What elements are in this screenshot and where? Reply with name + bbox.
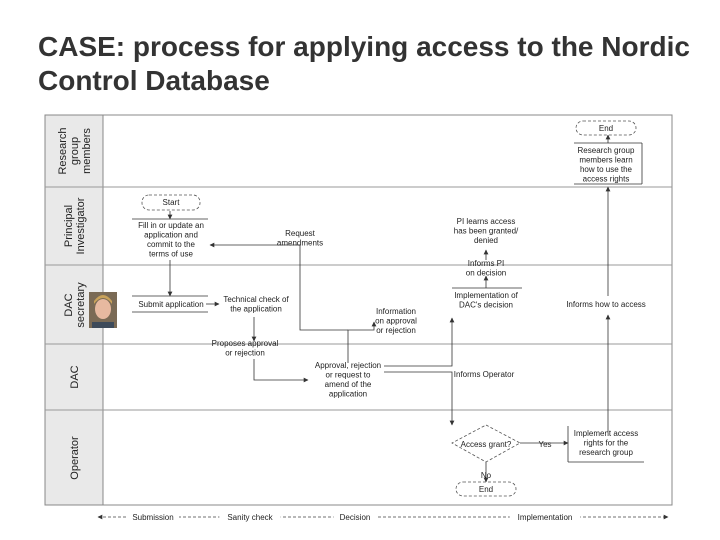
lane-label-line: secretary [75, 282, 87, 328]
diagram-frame [45, 115, 672, 505]
info-approval-label: or rejection [376, 326, 416, 335]
impl-decision-label: Implementation of [454, 291, 518, 300]
connector [348, 322, 374, 363]
lane-label-line: members [81, 128, 93, 174]
lane-label-line: Investigator [75, 197, 87, 254]
lane-label: Operator [69, 436, 81, 480]
research-learn-label: members learn [579, 156, 632, 165]
research-learn-label: how to use the [580, 165, 633, 174]
informs-pi-label: on decision [466, 269, 506, 278]
pi-learns-label: denied [474, 236, 498, 245]
fill-app-label: commit to the [147, 240, 196, 249]
fill-app-label: terms of use [149, 250, 194, 259]
request-amend-label: Request [285, 229, 316, 238]
info-approval-label: Information [376, 307, 416, 316]
lane-label-line: DAC [63, 293, 75, 316]
informs-pi-label: Informs PI [468, 259, 504, 268]
research-learn-label: Research group [578, 146, 635, 155]
no-label: No [481, 471, 492, 480]
info-approval-label: on approval [375, 317, 417, 326]
implement-access-label: Implement access [574, 429, 638, 438]
research-learn-label: access rights [583, 175, 630, 184]
fill-app-label: Fill in or update an [138, 221, 204, 230]
yes-label: Yes [538, 440, 551, 449]
lane-label-line: group [69, 137, 81, 165]
proposes-label: Proposes approval [212, 339, 279, 348]
lane-label-line: Principal [63, 205, 75, 247]
pi-learns-label: has been granted/ [454, 227, 519, 236]
request-amend-label: amendments [277, 239, 323, 248]
implement-access-label: research group [579, 448, 633, 457]
informs-operator-label: Informs Operator [454, 370, 515, 379]
approval-rej-label: amend of the [325, 380, 372, 389]
approval-rej-label: or request to [326, 371, 371, 380]
tech-check-label: the application [230, 305, 282, 314]
dac-secretary-photo [89, 292, 117, 328]
lane-label: DAC [69, 365, 81, 388]
start-label: Start [163, 198, 181, 207]
end-top-label: End [599, 124, 613, 133]
fill-app-label: application and [144, 231, 198, 240]
proposes-label: or rejection [225, 349, 265, 358]
connector [210, 245, 348, 330]
lane-label-line: Operator [69, 436, 81, 480]
connector [254, 359, 308, 380]
lane-label-line: Research [57, 127, 69, 174]
tech-check-label: Technical check of [223, 295, 289, 304]
impl-decision-label: DAC's decision [459, 301, 513, 310]
end-bottom-label: End [479, 485, 493, 494]
pi-learns-label: PI learns access [457, 217, 516, 226]
phase-label: Decision [340, 513, 371, 522]
connector [384, 372, 452, 425]
implement-access-label: rights for the [584, 439, 629, 448]
phase-label: Implementation [518, 513, 573, 522]
approval-rej-label: Approval, rejection [315, 361, 381, 370]
informs-how-label: Informs how to access [566, 300, 646, 309]
phase-label: Sanity check [227, 513, 273, 522]
access-grant-label: Access grant? [461, 440, 512, 449]
approval-rej-label: application [329, 390, 367, 399]
lane-label-line: DAC [69, 365, 81, 388]
submit-app-label: Submit application [138, 300, 203, 309]
phase-label: Submission [132, 513, 173, 522]
